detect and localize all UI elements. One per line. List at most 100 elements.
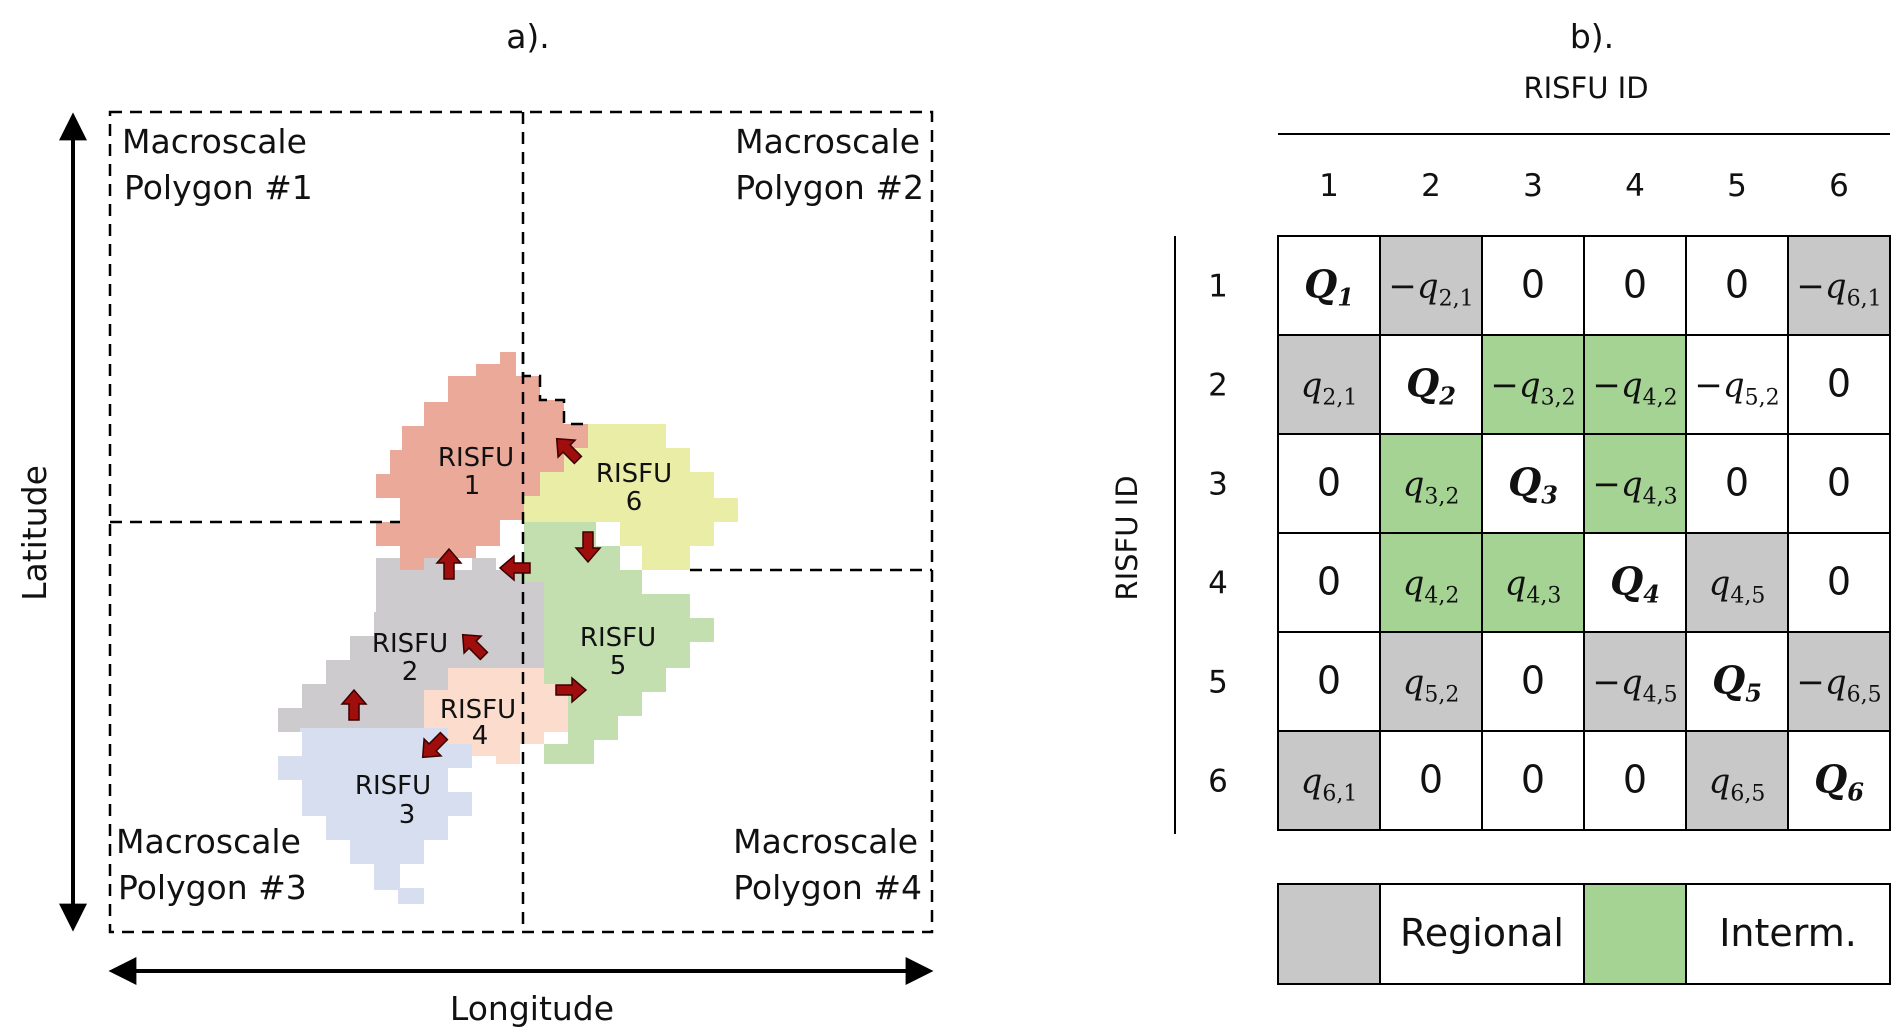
matrix-cell-5-1 [1277,631,1381,732]
matrix-term-1-1: Q1 [1304,262,1354,312]
matrix-value-6-4: 0 [1623,758,1647,802]
risfu-5-id: 5 [610,651,627,681]
matrix-cell-1-2 [1379,235,1483,336]
flow-arrow-4-to-5 [555,676,588,704]
matrix-cell-3-6 [1787,433,1891,534]
matrix-cell-4-4 [1583,532,1687,633]
polygon-1-label-line1: Macroscale [122,122,307,161]
risfu-1-name: RISFU [438,443,514,473]
polygon-1-label-line2: Polygon #1 [124,168,313,207]
matrix-cell-2-4 [1583,334,1687,435]
matrix-cell-6-4 [1583,730,1687,831]
matrix-value-3-6: 0 [1827,461,1851,505]
polygon-4-label-line2: Polygon #4 [733,868,922,907]
risfu-4-name: RISFU [440,695,516,725]
row-header-6: 6 [1208,764,1228,800]
risfu-6-name: RISFU [596,459,672,489]
matrix-term-2-2: Q2 [1406,361,1456,411]
macroscale-outer-boundary [108,110,934,934]
flow-arrow-4-to-3 [421,731,449,759]
legend-intermediate-swatch [1583,883,1687,985]
panel-b-title: b). [1570,17,1614,56]
flow-arrow-6-to-5 [574,531,602,564]
row-axis-label: RISFU ID [1110,475,1144,600]
matrix-value-6-3: 0 [1521,758,1545,802]
matrix-term-3-4: −q4,3 [1592,465,1677,510]
matrix-term-5-5: Q5 [1712,658,1762,708]
matrix-value-3-1: 0 [1317,461,1341,505]
risfu-5-name: RISFU [580,623,656,653]
matrix-value-1-3: 0 [1521,263,1545,307]
flow-arrow-3-to-2 [340,688,368,721]
matrix-cell-1-6 [1787,235,1891,336]
latitude-axis-label: Latitude [15,465,54,601]
col-header-5: 5 [1727,168,1747,204]
risfu-1-region [376,352,588,570]
matrix-cell-2-6 [1787,334,1891,435]
matrix-term-4-2: q4,2 [1403,564,1460,609]
matrix-term-6-1: q6,1 [1301,762,1358,807]
longitude-axis-label: Longitude [450,989,614,1028]
flow-arrow-5-to-1 [498,554,531,582]
polygon-labels: Macroscale Polygon #1 Macroscale Polygon… [116,122,924,907]
polygon-3-label-line1: Macroscale [116,822,301,861]
matrix-value-4-6: 0 [1827,560,1851,604]
polygon-2-label-line1: Macroscale [735,122,920,161]
matrix-value-5-3: 0 [1521,659,1545,703]
matrix-cell-2-1 [1277,334,1381,435]
matrix-value-6-2: 0 [1419,758,1443,802]
matrix-value-1-5: 0 [1725,263,1749,307]
matrix-cell-1-1 [1277,235,1381,336]
matrix-cell-2-3 [1481,334,1585,435]
risfu-4-id: 4 [472,721,489,751]
matrix-cell-6-5 [1685,730,1789,831]
legend-intermediate-box [1685,883,1891,985]
row-header-4: 4 [1208,566,1228,602]
matrix-cell-6-3 [1481,730,1585,831]
matrix-term-5-6: −q6,5 [1796,663,1881,708]
matrix-term-3-2: q3,2 [1403,465,1460,510]
flow-arrow-1-to-6 [555,437,583,465]
matrix-term-1-6: −q6,1 [1796,267,1881,312]
matrix-term-3-3: Q3 [1508,460,1558,510]
matrix-term-4-4: Q4 [1610,559,1660,609]
matrix-value-3-5: 0 [1725,461,1749,505]
matrix-value-1-4: 0 [1623,263,1647,307]
macroscale-grid [108,110,934,934]
matrix-term-2-1: q2,1 [1301,366,1358,411]
legend-intermediate-label: Interm. [1719,911,1857,955]
matrix-term-2-5: −q5,2 [1694,366,1779,411]
row-header-1: 1 [1208,269,1228,305]
row-header-2: 2 [1208,368,1228,404]
matrix-value-5-1: 0 [1317,659,1341,703]
matrix-term-6-5: q6,5 [1709,762,1766,807]
polygon-2-label-line2: Polygon #2 [735,168,924,207]
matrix-term-5-4: −q4,5 [1592,663,1677,708]
matrix-cell-1-5 [1685,235,1789,336]
risfu-3-name: RISFU [355,771,431,801]
matrix-value-4-1: 0 [1317,560,1341,604]
matrix-cell-1-4 [1583,235,1687,336]
matrix-term-4-3: q4,3 [1505,564,1562,609]
polygon-4-label-line1: Macroscale [733,822,918,861]
matrix-cell-5-2 [1379,631,1483,732]
matrix-cell-4-5 [1685,532,1789,633]
flow-arrow-2-to-1 [435,547,463,580]
macroscale-boundary-trace [521,352,588,426]
risfu-5-region [520,522,714,764]
polygon-3-label-line2: Polygon #3 [118,868,307,907]
legend: Regional Interm. [1277,883,1891,985]
matrix-term-2-3: −q3,2 [1490,366,1575,411]
col-header-3: 3 [1523,168,1543,204]
legend-regional-box [1379,883,1585,985]
column-axis-label: RISFU ID [1523,71,1648,105]
col-header-4: 4 [1625,168,1645,204]
matrix-cell-5-6 [1787,631,1891,732]
matrix-cell-5-5 [1685,631,1789,732]
flow-arrow-4-to-2 [461,633,489,661]
matrix-term-1-2: −q2,1 [1388,267,1473,312]
